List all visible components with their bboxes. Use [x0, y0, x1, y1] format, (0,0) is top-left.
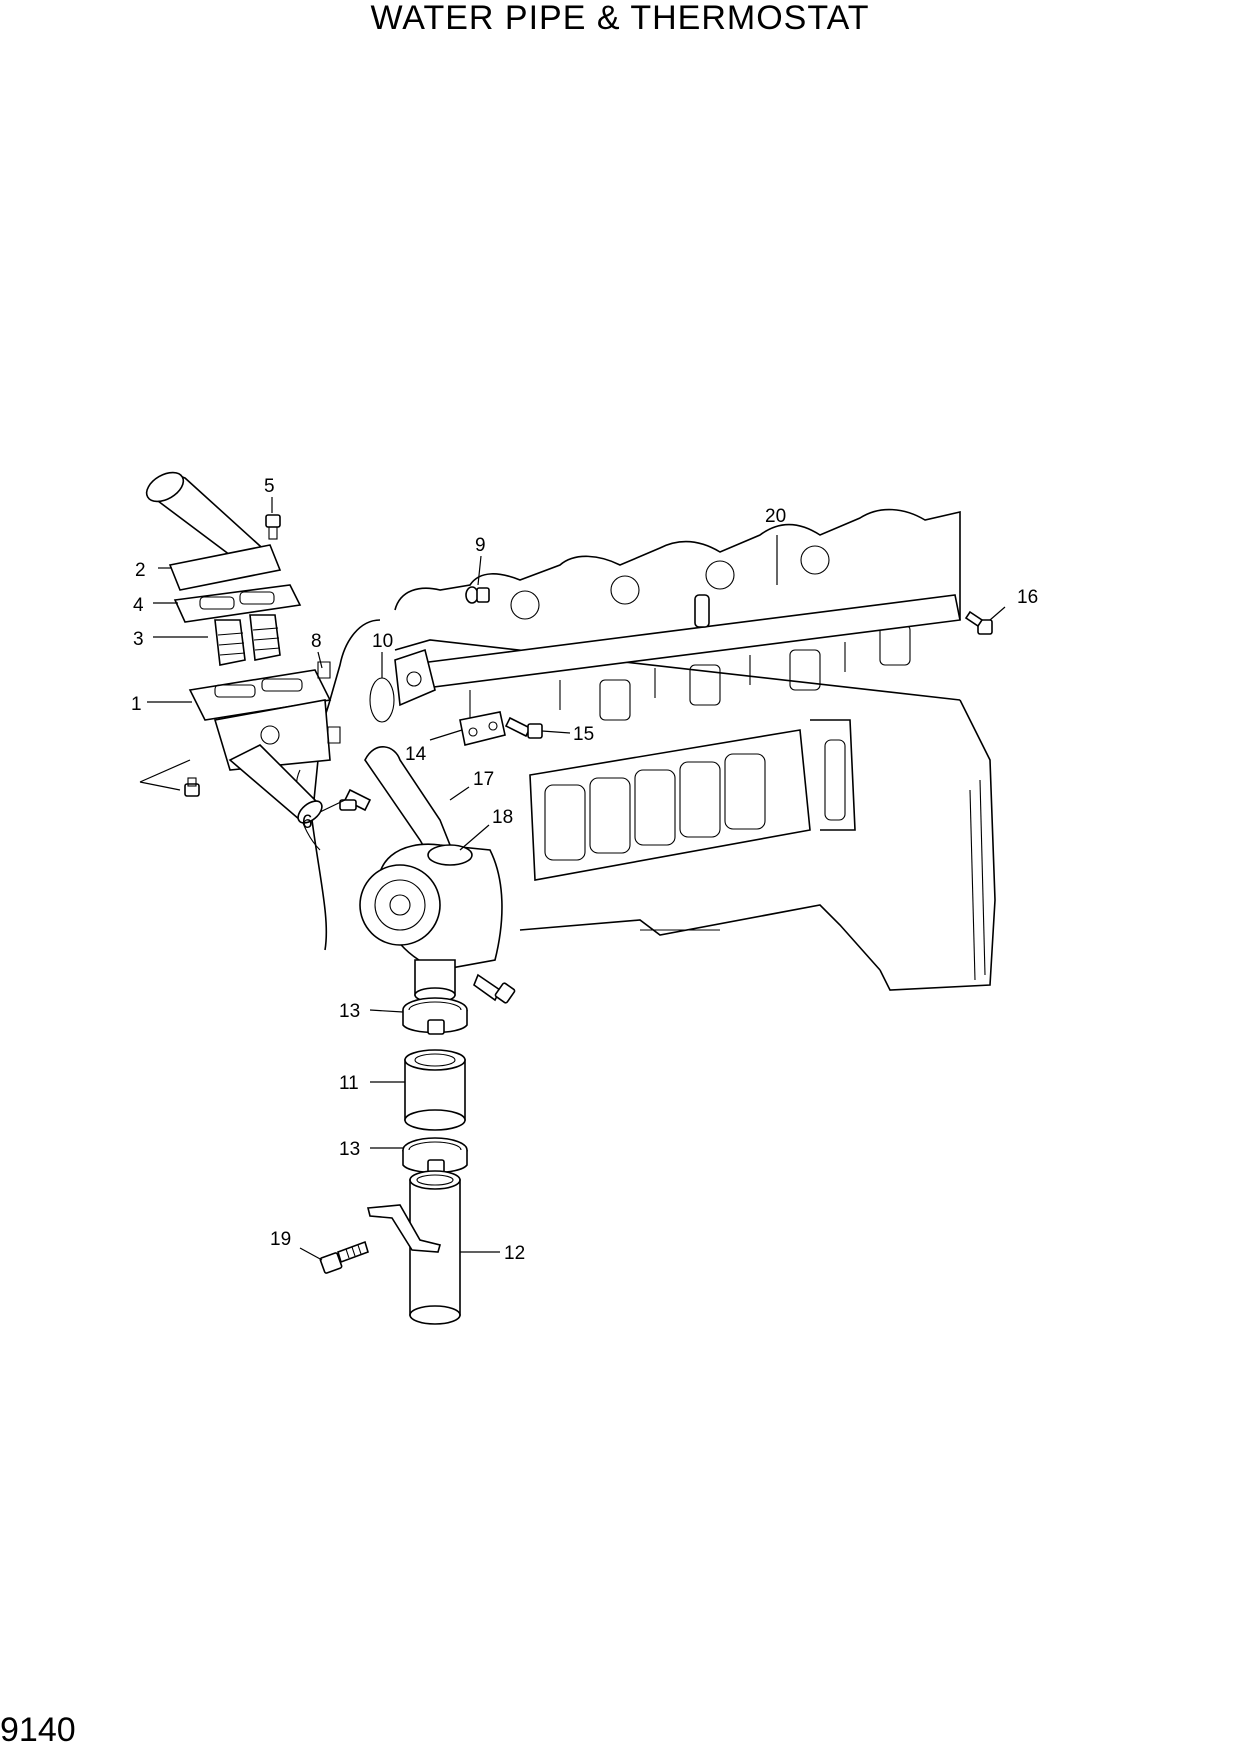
page-title: WATER PIPE & THERMOSTAT: [370, 0, 870, 37]
callout-5: 5: [264, 476, 275, 497]
callout-8: 8: [311, 631, 322, 652]
callout-17: 17: [473, 769, 494, 790]
engine-block-drawing: [295, 508, 996, 991]
page-number: 9140: [0, 1711, 76, 1749]
callout-6: 6: [302, 812, 313, 833]
callout-13-upper: 13: [339, 1001, 360, 1022]
callout-13-lower: 13: [339, 1139, 360, 1160]
leader-lines: [139, 497, 1006, 1261]
lower-pipe-drawing: [319, 997, 468, 1325]
callout-9: 9: [475, 535, 486, 556]
water-pump-drawing: [339, 746, 516, 1004]
callout-11: 11: [339, 1073, 359, 1094]
callout-18: 18: [492, 807, 513, 828]
callout-19: 19: [270, 1229, 291, 1250]
callout-16: 16: [1017, 587, 1038, 608]
callout-10: 10: [372, 631, 393, 652]
thermostat-housing-drawing: [145, 471, 341, 824]
callout-2: 2: [135, 560, 146, 581]
water-rail-drawing: [394, 594, 961, 720]
callout-20: 20: [765, 506, 786, 527]
callout-labels: 5 2 4 3 8 1 6 9 10 20 16 14 15 17 18 13 …: [131, 476, 1038, 1264]
callout-15: 15: [573, 724, 594, 745]
callout-14: 14: [405, 744, 427, 765]
callout-4: 4: [133, 595, 144, 616]
small-parts-drawing: [369, 586, 993, 746]
callout-12: 12: [504, 1243, 525, 1264]
callout-3: 3: [133, 629, 144, 650]
callout-1: 1: [131, 694, 142, 715]
